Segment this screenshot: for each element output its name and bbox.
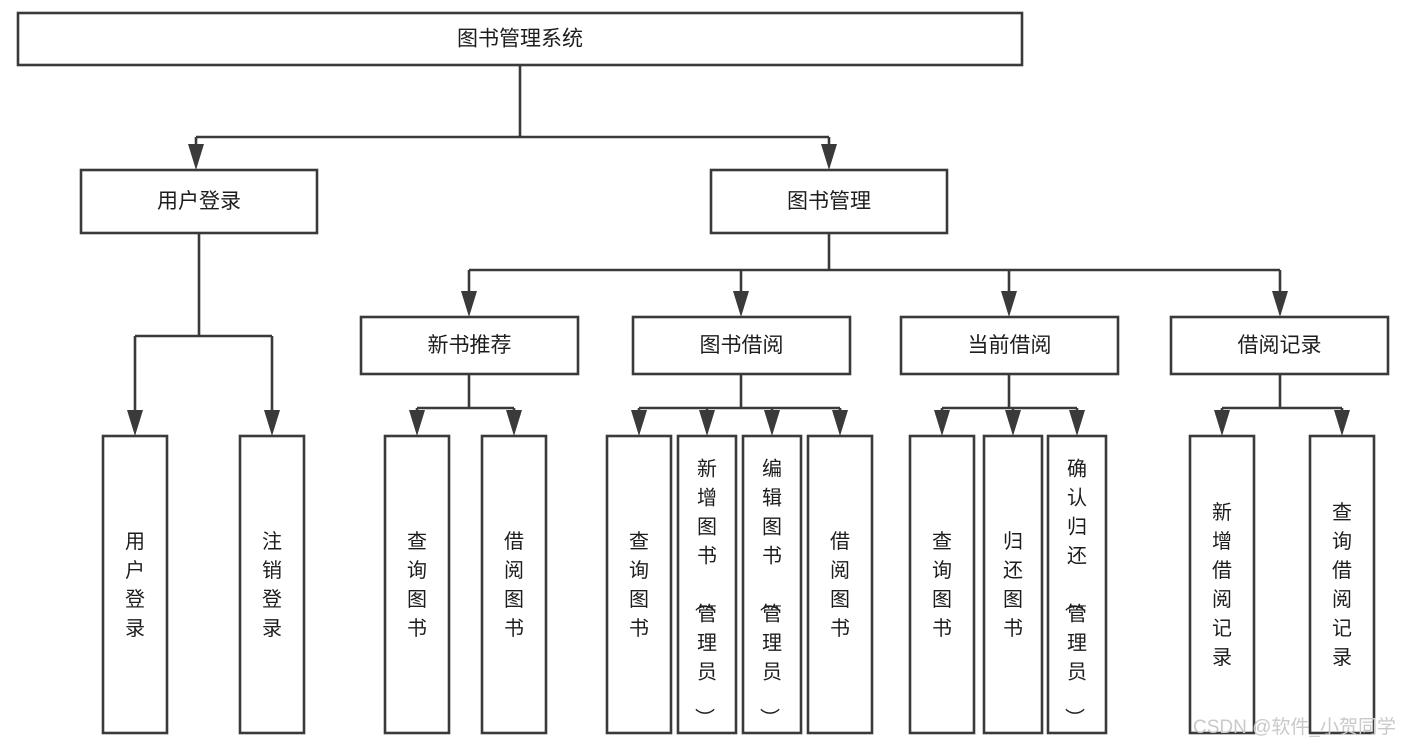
node-借阅图书-leaf[interactable]: 借阅图书: [806, 434, 874, 735]
node-新增图书管理员-leaf[interactable]: 新增图书（管理员）: [676, 434, 738, 735]
node-box[interactable]: [79, 168, 319, 235]
newbook-bus-arrow-1: [506, 410, 522, 436]
borrow-bus-arrow-3: [832, 410, 848, 436]
node-box[interactable]: [709, 168, 949, 235]
node-用户登录-level2[interactable]: 用户登录: [79, 168, 319, 235]
node-box[interactable]: [908, 434, 976, 735]
node-box[interactable]: [1169, 315, 1390, 376]
node-label: 图书借阅: [700, 334, 784, 357]
csdn-watermark: CSDN @软件_小贺同学: [1193, 716, 1396, 738]
node-box[interactable]: [741, 434, 803, 735]
node-label: 查询图书: [932, 530, 952, 640]
node-label: 借阅图书: [830, 530, 850, 640]
node-查询借阅记录-leaf[interactable]: 查询借阅记录: [1308, 434, 1376, 735]
current-bus-arrow-1: [1005, 410, 1021, 436]
node-box[interactable]: [480, 434, 548, 735]
node-label: 新增图书（管理员）: [692, 458, 717, 728]
node-label: 编辑图书（管理员）: [757, 458, 782, 728]
node-box[interactable]: [16, 11, 1024, 67]
node-label: 归还图书: [1003, 530, 1023, 640]
node-box[interactable]: [806, 434, 874, 735]
node-当前借阅-level3[interactable]: 当前借阅: [899, 315, 1120, 376]
record-bus-arrow-1: [1334, 410, 1350, 436]
book-mgmt-bus-arrow-3: [1272, 291, 1288, 317]
newbook-bus-arrow-0: [409, 410, 425, 436]
node-box[interactable]: [605, 434, 673, 735]
node-box[interactable]: [982, 434, 1044, 735]
node-label: 查询图书: [407, 530, 427, 640]
node-图书管理-level2[interactable]: 图书管理: [709, 168, 949, 235]
node-借阅记录-level3[interactable]: 借阅记录: [1169, 315, 1390, 376]
node-归还图书-leaf[interactable]: 归还图书: [982, 434, 1044, 735]
node-box[interactable]: [631, 315, 852, 376]
node-新书推荐-level3[interactable]: 新书推荐: [359, 315, 580, 376]
node-label: 确认归还（管理员）: [1062, 458, 1087, 728]
book-mgmt-bus-arrow-1: [733, 291, 749, 317]
node-查询图书-leaf[interactable]: 查询图书: [605, 434, 673, 735]
node-编辑图书管理员-leaf[interactable]: 编辑图书（管理员）: [741, 434, 803, 735]
borrow-bus-arrow-1: [699, 410, 715, 436]
node-label: 用户登录: [125, 531, 145, 640]
node-box[interactable]: [1046, 434, 1108, 735]
user-login-bus-arrow-1: [264, 410, 280, 436]
node-label: 查询图书: [629, 530, 649, 640]
node-label: 注销登录: [262, 530, 282, 640]
node-查询图书-leaf[interactable]: 查询图书: [383, 434, 451, 735]
node-查询图书-leaf[interactable]: 查询图书: [908, 434, 976, 735]
node-label: 查询借阅记录: [1332, 501, 1352, 669]
node-box[interactable]: [101, 434, 169, 735]
connectors-layer: [127, 65, 1350, 436]
borrow-bus-arrow-2: [764, 410, 780, 436]
record-bus-arrow-0: [1214, 410, 1230, 436]
root-bus-arrow-0: [188, 144, 204, 170]
book-mgmt-bus-arrow-2: [1001, 291, 1017, 317]
watermark-layer: CSDN @软件_小贺同学: [1193, 716, 1396, 738]
node-图书管理系统-root[interactable]: 图书管理系统: [16, 11, 1024, 67]
node-box[interactable]: [238, 434, 306, 735]
current-bus-arrow-2: [1069, 410, 1085, 436]
node-注销登录-leaf[interactable]: 注销登录: [238, 434, 306, 735]
node-图书借阅-level3[interactable]: 图书借阅: [631, 315, 852, 376]
node-新增借阅记录-leaf[interactable]: 新增借阅记录: [1188, 434, 1256, 735]
book-mgmt-bus-arrow-0: [461, 291, 477, 317]
node-用户登录-leaf[interactable]: 用户登录: [101, 434, 169, 735]
node-box[interactable]: [899, 315, 1120, 376]
borrow-bus-arrow-0: [631, 410, 647, 436]
node-box[interactable]: [1308, 434, 1376, 735]
node-label: 新书推荐: [428, 334, 512, 357]
node-借阅图书-leaf[interactable]: 借阅图书: [480, 434, 548, 735]
node-label: 用户登录: [157, 190, 241, 213]
node-label: 当前借阅: [968, 334, 1052, 357]
node-label: 新增借阅记录: [1212, 501, 1232, 669]
node-label: 图书管理: [787, 190, 871, 213]
current-bus-arrow-0: [934, 410, 950, 436]
node-label: 图书管理系统: [457, 28, 583, 51]
node-确认归还管理员-leaf[interactable]: 确认归还（管理员）: [1046, 434, 1108, 735]
node-box[interactable]: [676, 434, 738, 735]
node-box[interactable]: [383, 434, 451, 735]
nodes-layer: 图书管理系统用户登录图书管理新书推荐图书借阅当前借阅借阅记录用户登录注销登录查询…: [16, 11, 1390, 735]
user-login-bus-arrow-0: [127, 410, 143, 436]
node-label: 借阅记录: [1238, 334, 1322, 357]
node-label: 借阅图书: [504, 530, 524, 640]
node-box[interactable]: [359, 315, 580, 376]
node-box[interactable]: [1188, 434, 1256, 735]
root-bus-arrow-1: [821, 144, 837, 170]
